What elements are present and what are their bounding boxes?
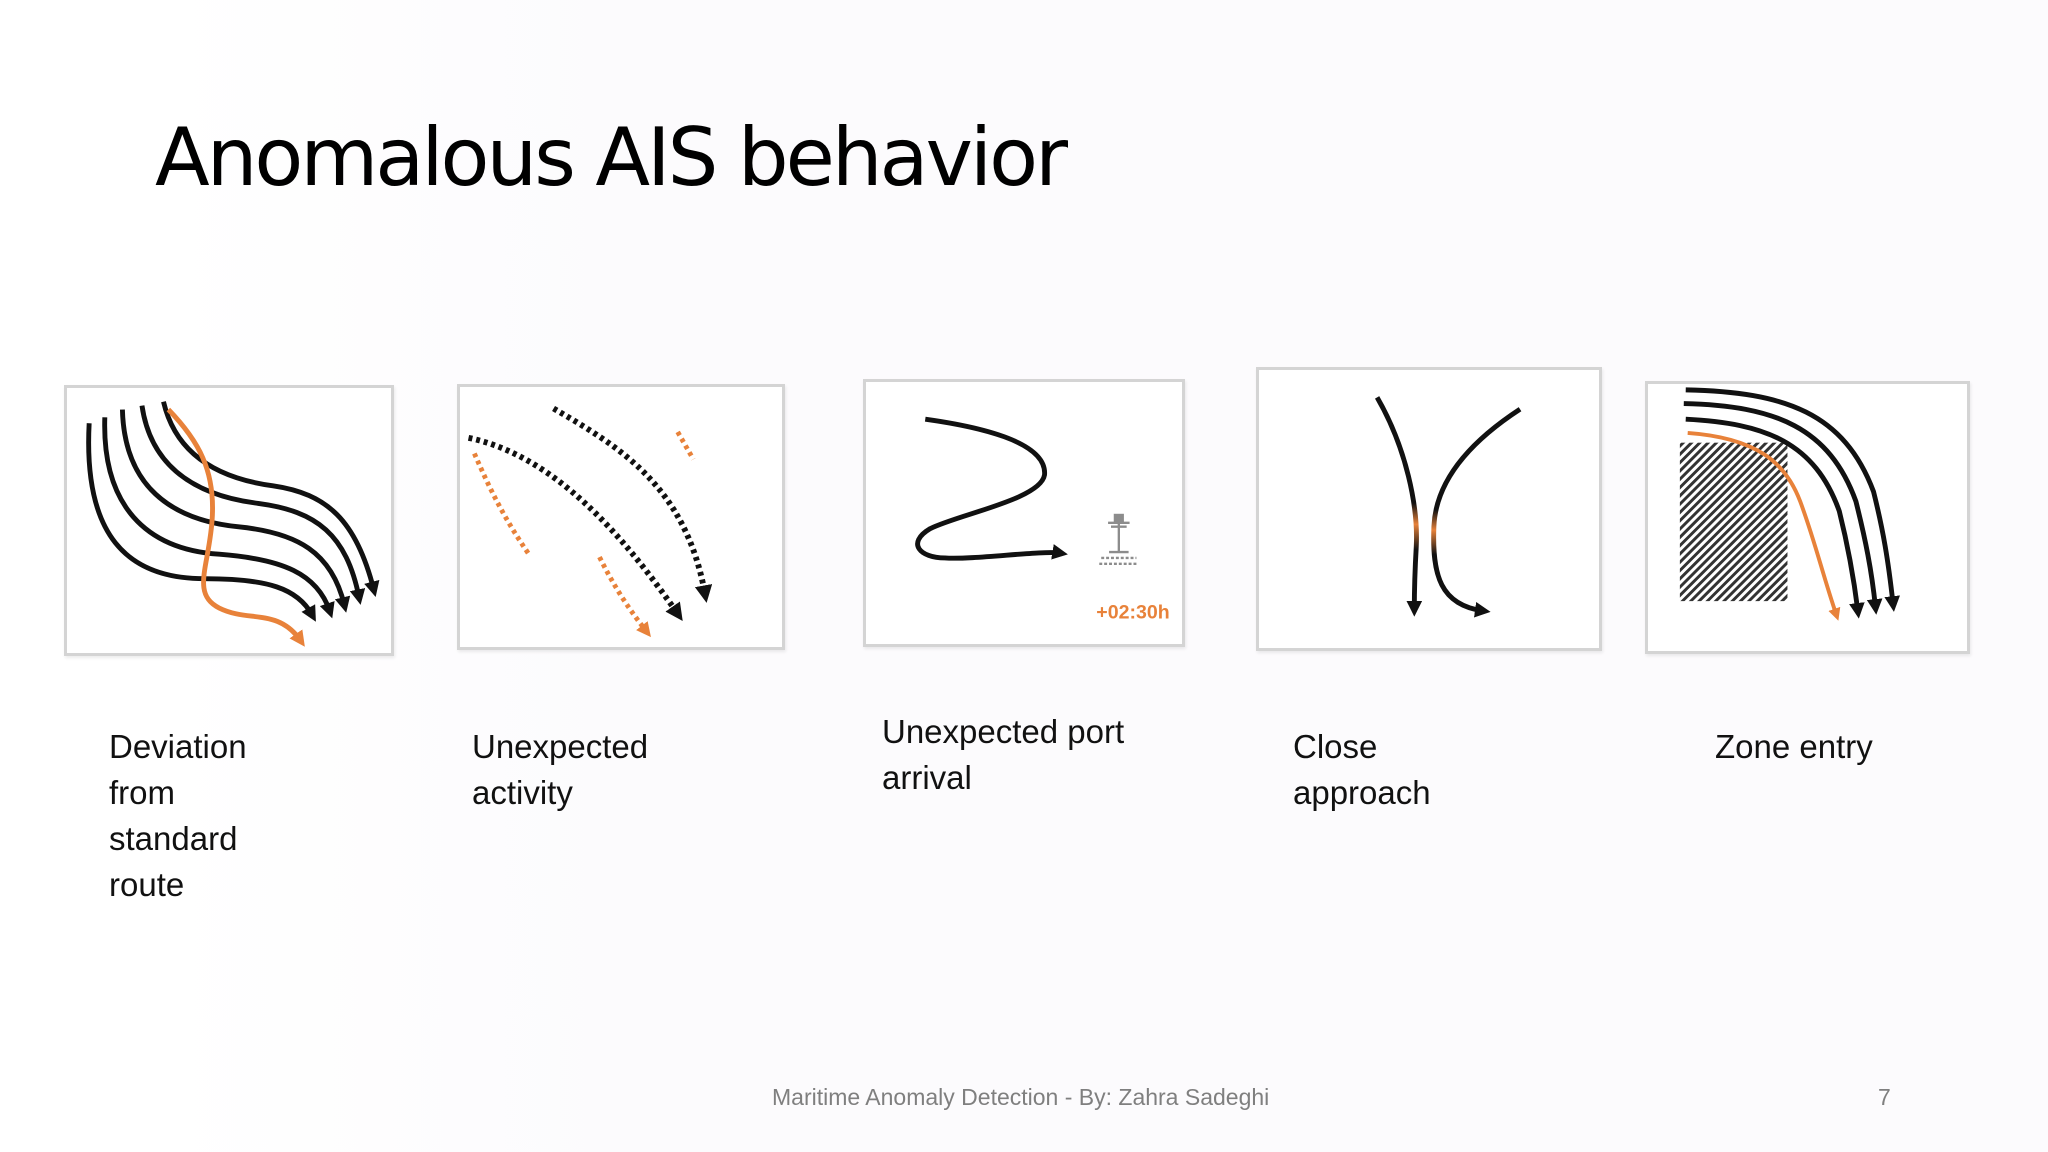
deviating-track — [166, 407, 305, 647]
zone-entering-track — [1687, 430, 1841, 621]
caption-close-approach: Close approach — [1293, 728, 1431, 811]
zone-entry-diagram — [1645, 381, 1970, 654]
close-approach-diagram — [1256, 367, 1602, 651]
bypassing-tracks — [1683, 387, 1900, 619]
anomalous-dotted-tracks — [472, 430, 696, 638]
port-tower-icon — [1099, 513, 1139, 566]
port-arrival-diagram: +02:30h — [863, 379, 1185, 647]
deviation-diagram — [64, 385, 394, 656]
vessel-track-left — [1374, 396, 1423, 617]
port-arrival-illustration: +02:30h — [915, 416, 1170, 624]
activity-diagram — [457, 384, 785, 650]
winding-track — [915, 416, 1068, 561]
caption-zone-entry: Zone entry — [1715, 728, 1873, 765]
footer-text: Maritime Anomaly Detection - By: Zahra S… — [772, 1084, 1270, 1110]
caption-deviation: Deviation from standard route — [109, 728, 247, 903]
page-number: 7 — [1878, 1084, 1891, 1110]
caption-port-arrival: Unexpected port arrival — [882, 713, 1125, 796]
restricted-zone — [1679, 442, 1788, 602]
standard-route-tracks — [86, 401, 380, 622]
dotted-tracks — [467, 405, 713, 621]
delay-label: +02:30h — [1096, 602, 1169, 624]
activity-illustration — [467, 405, 713, 638]
caption-activity: Unexpected activity — [472, 728, 649, 811]
slide-title: Anomalous AIS behavior — [155, 111, 1068, 204]
vessel-track-right — [1431, 407, 1522, 618]
zone-entry-illustration — [1679, 387, 1900, 621]
deviation-route-illustration — [86, 401, 380, 647]
close-approach-illustration — [1374, 396, 1522, 618]
